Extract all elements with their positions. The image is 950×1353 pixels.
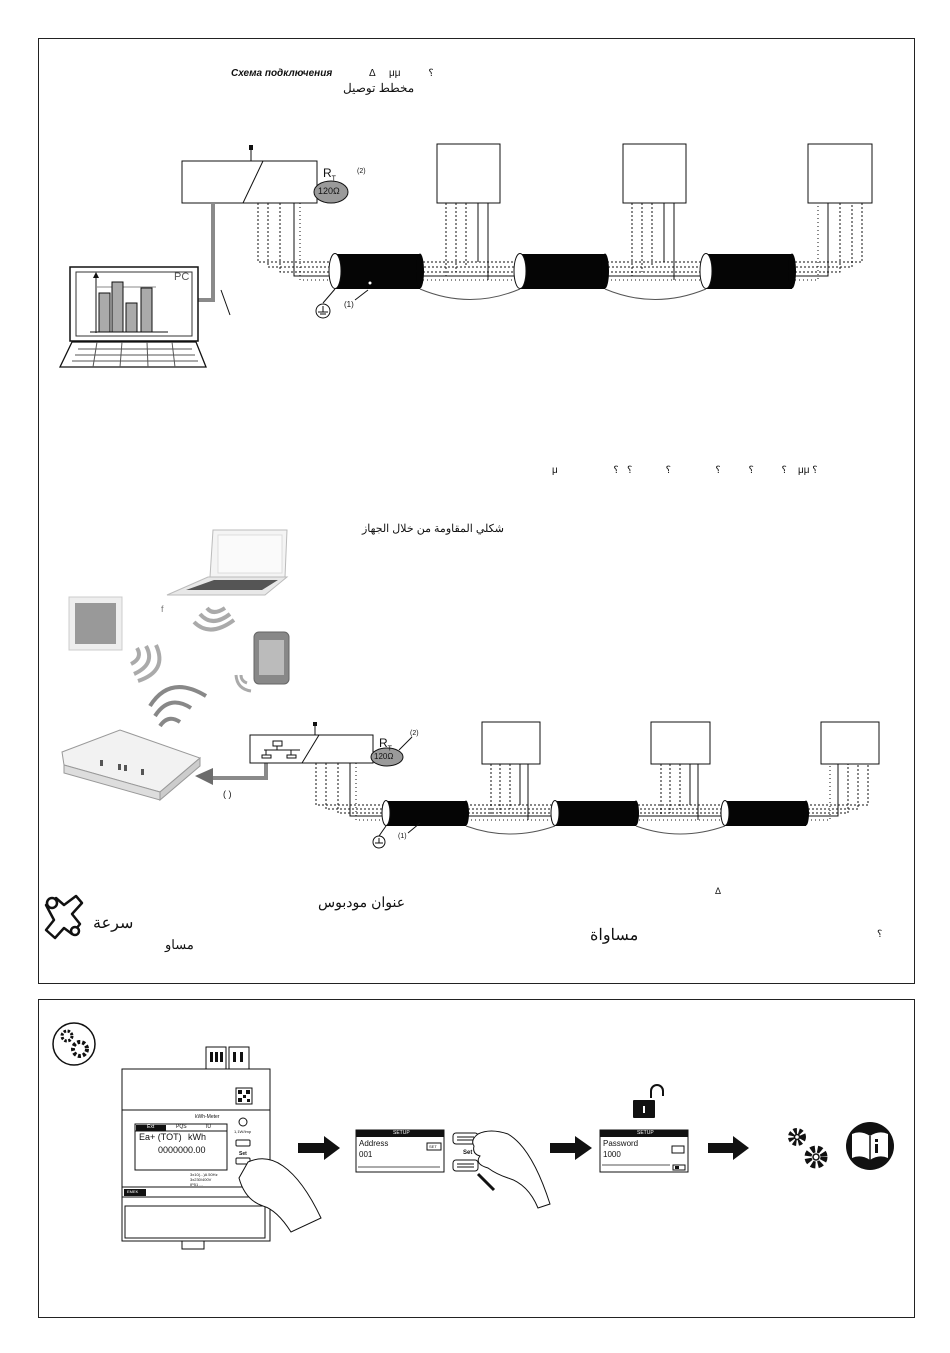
- tablet-icon: [68, 596, 123, 651]
- parity-short-ar: مساو: [165, 937, 194, 952]
- meter-unit: kWh: [188, 1132, 206, 1142]
- cable-note: (1): [344, 300, 354, 309]
- pc-label: PC: [174, 271, 190, 283]
- step-arrows: [298, 1136, 749, 1160]
- resistor-value-2: 120Ω: [374, 752, 394, 761]
- wifi-waves-phone: [234, 674, 252, 693]
- hand-pressing-icon: [238, 1158, 322, 1233]
- question-mark: ؟: [877, 929, 883, 940]
- settings-gears-icon: [788, 1128, 828, 1169]
- resistor-value: 120Ω: [318, 186, 340, 196]
- buttons-and-hand-2: [452, 1130, 551, 1209]
- setup-panel: [38, 999, 915, 1318]
- screen1-value: 001: [359, 1150, 373, 1159]
- meter-spec-1: 3x10(...)A 50Hz: [190, 1172, 218, 1177]
- screen2-value: 1000: [603, 1150, 621, 1159]
- set-button-label[interactable]: Set: [463, 1150, 473, 1156]
- shielded-cable-segments: [328, 253, 796, 300]
- resistor-label: RT: [323, 166, 336, 183]
- wiring-panel: [38, 38, 915, 984]
- slave-device-5: [650, 721, 711, 765]
- tablet-note: f: [161, 604, 164, 614]
- settings-gears-badge-icon: [52, 1022, 96, 1066]
- router-icon: [61, 729, 201, 802]
- parity-ar: مساواة: [590, 927, 639, 944]
- laptop-icon: [166, 529, 289, 596]
- slave-device-3: [807, 143, 873, 204]
- smartphone-icon: [253, 631, 290, 685]
- screen2-label: Password: [603, 1139, 639, 1148]
- meter-tab-1: Ext: [147, 1124, 155, 1130]
- resistor-120-ohm: [313, 180, 349, 204]
- meter-tab-3: IU: [206, 1124, 211, 1130]
- meter-value: 0000000.00: [158, 1145, 206, 1155]
- resistor-note-2: (2): [410, 730, 419, 737]
- meter-brand: kWh-Meter: [195, 1114, 220, 1120]
- energy-meter-device: [121, 1046, 271, 1250]
- manual-info-icon: [846, 1122, 894, 1170]
- speed-ar: سرعة: [93, 915, 134, 932]
- delta-mark: Δ: [715, 886, 722, 896]
- wifi-waves-router: [148, 685, 208, 728]
- shielded-cable-segments-2: [381, 800, 809, 835]
- wifi-waves-laptop: [192, 606, 236, 632]
- ground-icon: [315, 288, 336, 319]
- master-device-box: [181, 145, 318, 204]
- slave-device-6: [820, 721, 880, 765]
- meter-rate: 1,1W/Imp: [234, 1129, 252, 1134]
- meter-tab-2: PQS: [176, 1124, 187, 1130]
- unlock-padlock-icon: [633, 1084, 664, 1118]
- screen1-header: SETUP: [393, 1130, 410, 1136]
- resistor-note: (2): [357, 168, 366, 175]
- screen2-header: SETUP: [637, 1130, 654, 1136]
- address-setup-screen: [355, 1129, 445, 1173]
- wiring-title-ru: Схема подключения: [231, 68, 333, 79]
- slave-device-2: [622, 143, 687, 204]
- pc-computer-icon: [58, 266, 207, 368]
- gateway-device-box: [249, 722, 374, 764]
- screen1-label: Address: [359, 1139, 389, 1148]
- wiring-title-ar: مخطط توصيل: [343, 81, 415, 95]
- meter-reading-label: Ea+ (TOT): [139, 1132, 182, 1142]
- resistor-caption-ar: شكلي المقاومة من خلال الجهاز: [362, 523, 504, 535]
- cable-note-2: (1): [398, 833, 407, 840]
- resistor-label-2: RT: [379, 736, 392, 753]
- ground-icon-2: [372, 825, 387, 849]
- footnote-line: μ ؟ ؟ ؟ ؟ ؟ ؟ μμ ؟: [552, 465, 818, 476]
- router-note: ( ): [223, 789, 232, 799]
- meter-set-button[interactable]: Set: [239, 1151, 247, 1157]
- meter-bottom-label: EMEK: [127, 1189, 139, 1194]
- modbus-address-ar: عنوان مودبوس: [318, 894, 406, 910]
- screen1-set-button[interactable]: SET: [429, 1144, 437, 1149]
- wifi-waves-tablet: [130, 644, 162, 683]
- password-setup-screen: [599, 1129, 689, 1173]
- slave-device-1: [436, 143, 501, 204]
- meter-spec-2: 3x230/400V: [190, 1177, 212, 1182]
- resistor-120-ohm-2: [370, 747, 404, 767]
- wiring-title-symbols: Δ μμ ؟: [369, 68, 434, 79]
- slave-device-4: [481, 721, 541, 765]
- meter-spec-3: IP51 ...: [190, 1182, 203, 1187]
